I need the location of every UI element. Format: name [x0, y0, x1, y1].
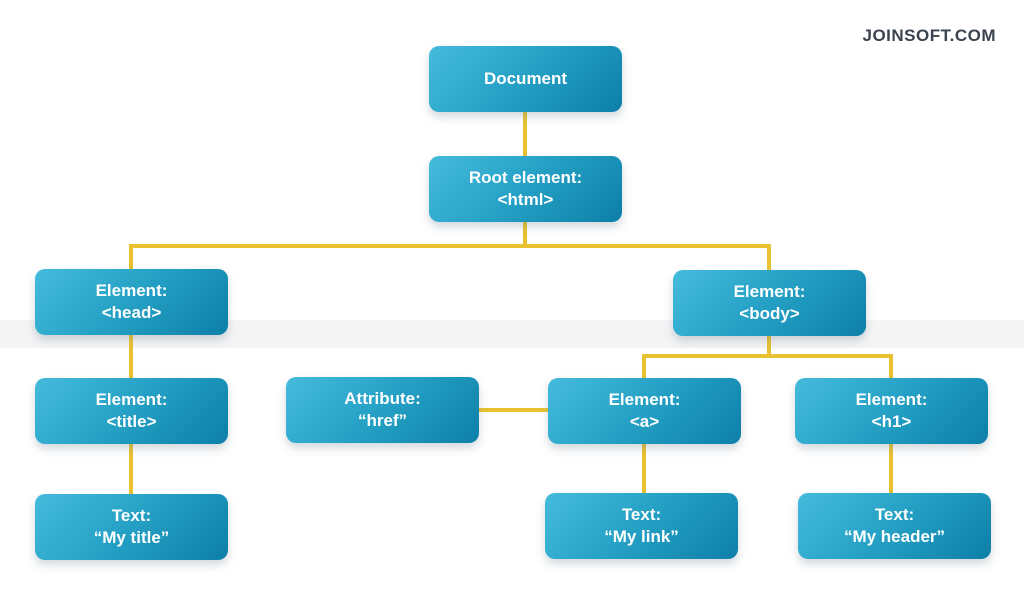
node-value: “href” — [357, 411, 408, 430]
edge-title-text — [129, 444, 133, 494]
node-label: Text: — [874, 504, 915, 524]
edge-body-a — [642, 354, 646, 378]
node-tag: <body> — [739, 304, 800, 323]
node-element-body: Element: <body> — [673, 270, 866, 336]
node-tag: <html> — [497, 190, 554, 209]
edge-head-title — [129, 335, 133, 378]
node-element-title: Element: <title> — [35, 378, 228, 444]
node-tag: <a> — [629, 412, 660, 431]
node-label: Element: — [733, 281, 806, 301]
node-label: Element: — [855, 389, 928, 409]
edge-h1-text — [889, 444, 893, 493]
edge-root-children-bar — [129, 244, 771, 248]
node-value: “My title” — [93, 528, 170, 547]
node-label: Text: — [111, 505, 152, 525]
node-tag: <h1> — [871, 412, 912, 431]
edge-body-children-bar — [642, 354, 893, 358]
node-text-my-header: Text: “My header” — [798, 493, 991, 559]
node-root-element: Root element: <html> — [429, 156, 622, 222]
node-element-a: Element: <a> — [548, 378, 741, 444]
node-value: “My link” — [604, 527, 679, 546]
edge-root-body — [767, 244, 771, 271]
node-element-h1: Element: <h1> — [795, 378, 988, 444]
node-text-my-link: Text: “My link” — [545, 493, 738, 559]
edge-root-stem — [523, 222, 527, 248]
node-element-head: Element: <head> — [35, 269, 228, 335]
node-label: Root element: — [468, 167, 583, 187]
node-tag: <title> — [106, 412, 157, 431]
node-label: Element: — [608, 389, 681, 409]
edge-body-h1 — [889, 354, 893, 378]
node-tag: <head> — [101, 303, 162, 322]
node-value: “My header” — [843, 527, 946, 546]
node-label: Attribute: — [344, 388, 421, 408]
watermark-text: JOINSOFT.COM — [862, 26, 996, 45]
node-label: Text: — [621, 504, 662, 524]
node-document: Document — [429, 46, 622, 112]
edge-document-root — [523, 112, 527, 158]
node-label: Document — [483, 68, 568, 88]
node-attribute-href: Attribute: “href” — [286, 377, 479, 443]
node-text-my-title: Text: “My title” — [35, 494, 228, 560]
node-label: Element: — [95, 389, 168, 409]
node-label: Element: — [95, 280, 168, 300]
edge-root-head — [129, 244, 133, 269]
edge-attr-a — [477, 408, 548, 412]
edge-body-stem — [767, 336, 771, 358]
edge-a-text — [642, 444, 646, 493]
